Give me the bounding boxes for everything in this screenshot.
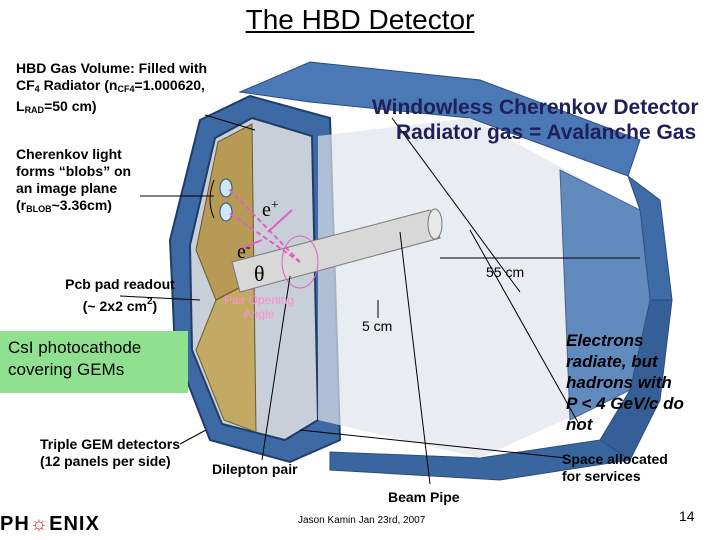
hbd-gas-cf-sub: 4 bbox=[34, 84, 40, 94]
cherenkov-blob-sub: BLOB bbox=[26, 204, 52, 214]
triple-gem-label: Triple GEM detectors (12 panels per side… bbox=[40, 436, 240, 470]
pointer-windowless bbox=[391, 117, 521, 293]
windowless-cherenkov-label: Windowless Cherenkov Detector Radiator g… bbox=[372, 95, 720, 145]
pointer-pcb bbox=[119, 295, 201, 301]
positron-arrow bbox=[267, 209, 293, 233]
space-line-2: for services bbox=[562, 468, 641, 484]
pcb-size: (~ 2x2 cm bbox=[82, 298, 147, 314]
fiftyfive-cm-label: 55 cm bbox=[486, 264, 525, 280]
space-line-1: Space allocated bbox=[562, 451, 668, 467]
cherenkov-size: ~3.36cm) bbox=[51, 197, 112, 213]
electron-label: e- bbox=[237, 240, 251, 264]
cherenkov-line-3: an image plane bbox=[16, 180, 118, 196]
pointer-beam-pipe bbox=[399, 231, 431, 485]
cherenkov-r: (r bbox=[16, 197, 27, 213]
footer-author: Jason Kamin Jan 23rd, 2007 bbox=[298, 515, 426, 526]
cherenkov-bracket bbox=[209, 179, 215, 219]
hbd-gas-label: HBD Gas Volume: Filled with CF4 Radiator… bbox=[16, 60, 276, 119]
electron-e: e bbox=[237, 241, 246, 263]
interior-panel-right bbox=[559, 169, 651, 421]
pointer-triple-gem bbox=[179, 429, 207, 445]
electron-positron-track-2 bbox=[227, 211, 301, 263]
five-cm-label: 5 cm bbox=[362, 318, 393, 334]
electron-sign: - bbox=[245, 240, 251, 255]
pcb-close: ) bbox=[152, 298, 158, 314]
beam-pipe-end bbox=[427, 208, 443, 240]
cherenkov-line-4: (rBLOB~3.36cm) bbox=[16, 197, 166, 218]
hbd-gas-line-1: HBD Gas Volume: Filled with bbox=[16, 60, 208, 76]
hbd-gas-cf: CF bbox=[16, 77, 35, 93]
pointer-dilepton bbox=[261, 275, 291, 461]
electrons-line-4: P < 4 GeV/c do bbox=[566, 394, 684, 413]
pointer-hbd-gas bbox=[204, 114, 256, 131]
hbd-gas-radiator: Radiator (n bbox=[39, 77, 118, 93]
rear-panel-top bbox=[238, 61, 641, 177]
positron-e: e bbox=[262, 199, 271, 221]
pointer-electrons bbox=[469, 229, 581, 427]
pair-angle-line-2: Angle bbox=[243, 307, 275, 321]
pointer-lines bbox=[119, 114, 640, 485]
pcb-line-2: (~ 2x2 cm2) bbox=[20, 293, 220, 315]
electron-arrow bbox=[237, 239, 263, 251]
pair-angle-line-1: Pair Opening bbox=[223, 293, 295, 307]
triple-gem-line-1: Triple GEM detectors bbox=[40, 436, 181, 452]
windowless-line-2: Radiator gas = Avalanche Gas bbox=[396, 121, 697, 144]
positron-sign: + bbox=[270, 198, 279, 213]
csi-line-1: CsI photocathode bbox=[8, 338, 142, 357]
detector-body bbox=[168, 61, 673, 481]
page-title: The HBD Detector bbox=[245, 4, 475, 35]
windowless-line-1: Windowless Cherenkov Detector bbox=[372, 96, 699, 119]
hbd-gas-n-sub: CF4 bbox=[117, 84, 135, 94]
cherenkov-blob-2 bbox=[219, 202, 233, 222]
cherenkov-line-2: forms “blobs” on bbox=[16, 163, 132, 179]
electrons-line-5: not bbox=[566, 415, 593, 434]
dilepton-label: Dilepton pair bbox=[212, 461, 298, 477]
electrons-line-2: radiate, but bbox=[566, 352, 658, 371]
cherenkov-line-1: Cherenkov light bbox=[16, 146, 122, 162]
opening-angle-arc bbox=[281, 235, 319, 289]
hbd-gas-l: L bbox=[16, 98, 25, 114]
cherenkov-light-label: Cherenkov light forms “blobs” on an imag… bbox=[16, 146, 166, 218]
logo-ph: PH bbox=[0, 513, 30, 535]
beam-pipe-label: Beam Pipe bbox=[388, 489, 460, 505]
theta-label: θ bbox=[254, 261, 265, 286]
positron-label: e+ bbox=[262, 198, 279, 222]
electron-positron-track-1 bbox=[227, 187, 301, 263]
space-allocated-label: Space allocated for services bbox=[562, 451, 712, 485]
pcb-label: Pcb pad readout (~ 2x2 cm2) bbox=[20, 276, 220, 315]
pair-opening-angle-label: Pair Opening Angle bbox=[214, 293, 304, 321]
hbd-gas-rad-sub: RAD bbox=[24, 105, 45, 115]
electrons-line-1: Electrons bbox=[566, 331, 644, 350]
electrons-radiate-label: Electrons radiate, but hadrons with P < … bbox=[566, 330, 716, 435]
page-number: 14 bbox=[679, 508, 695, 524]
logo-sun-icon: ☼ bbox=[29, 513, 50, 535]
csi-line-2: covering GEMs bbox=[8, 360, 125, 379]
pointer-space bbox=[299, 429, 567, 459]
pcb-sup: 2 bbox=[146, 296, 153, 307]
electrons-line-3: hadrons with bbox=[566, 373, 672, 392]
phenix-logo: PH☼ENIX bbox=[0, 513, 100, 536]
hbd-gas-value: =1.000620, bbox=[134, 77, 205, 93]
beam-pipe bbox=[231, 209, 441, 293]
hbd-gas-line-3: LRAD=50 cm) bbox=[16, 98, 276, 119]
cherenkov-blob-1 bbox=[219, 178, 233, 198]
csi-photocathode-label: CsI photocathode covering GEMs bbox=[0, 331, 188, 393]
hbd-gas-length: =50 cm) bbox=[44, 98, 97, 114]
logo-enix: ENIX bbox=[49, 513, 100, 535]
pcb-line-1: Pcb pad readout bbox=[65, 276, 175, 292]
hbd-gas-line-2: CF4 Radiator (nCF4=1.000620, bbox=[16, 77, 276, 98]
triple-gem-line-2: (12 panels per side) bbox=[40, 453, 171, 469]
